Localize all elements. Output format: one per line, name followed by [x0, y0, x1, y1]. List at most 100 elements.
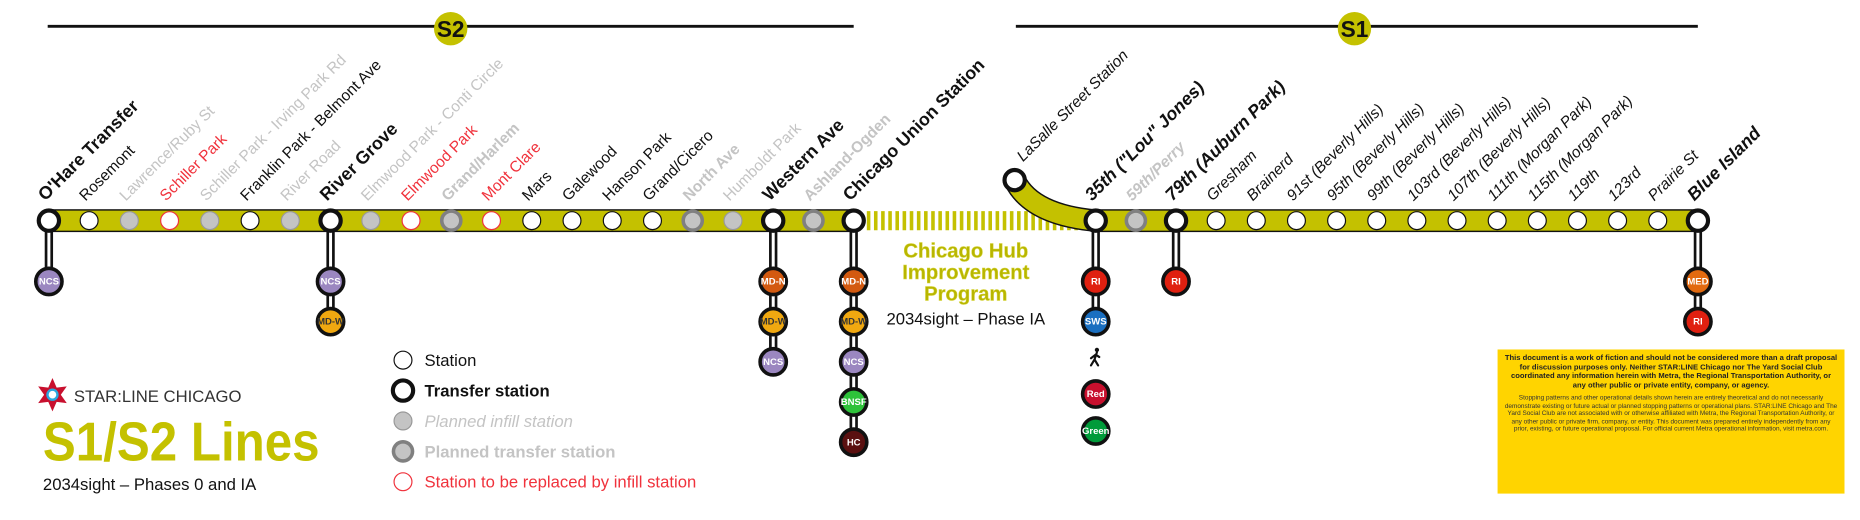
legend-label: Planned infill station	[424, 412, 572, 431]
infill-marker	[200, 211, 220, 231]
transfer-marker	[36, 208, 62, 233]
org-name: STAR:LINE CHICAGO	[74, 387, 242, 406]
legend-item-planned-transfer: Planned transfer station	[391, 440, 615, 463]
badge-label: RI	[1171, 277, 1181, 288]
station-label: 123rd	[1605, 163, 1646, 204]
s1-line-badge: S1	[1341, 16, 1369, 42]
legend-label: Station	[424, 351, 476, 370]
badge-label: MD-W	[760, 317, 787, 328]
replaced-marker	[401, 211, 421, 231]
connection-badge-ri: RI	[1080, 266, 1111, 297]
badge-label: MED	[1687, 277, 1708, 288]
station-marker	[79, 211, 99, 231]
connection-badge-med: MED	[1683, 266, 1713, 297]
badge-label: SWS	[1085, 317, 1107, 328]
walking-transfer-icon	[1089, 347, 1101, 367]
disclaimer-box: This document is a work of fiction and s…	[1497, 349, 1845, 494]
station-marker	[1608, 211, 1628, 231]
connection-badge-md-n: MD-N	[838, 266, 869, 297]
planned-transfer-marker	[681, 209, 705, 232]
replaced-marker	[160, 211, 180, 231]
station-label: LaSalle Street Station	[1014, 47, 1132, 165]
connection-badge-hc: HC	[838, 427, 869, 458]
connection-badge-bnsf: BNSF	[838, 387, 869, 417]
station-label: 119th	[1565, 166, 1604, 205]
infill-marker	[280, 211, 300, 231]
connection-badge-md-w: MD-W	[838, 306, 869, 337]
connection-badge-md-w: MD-W	[758, 306, 789, 337]
badge-label: NCS	[844, 357, 864, 368]
legend-item-transfer: Transfer station	[390, 378, 550, 403]
connections-layer: NCS NCS MD-W MD-N MD-W NCS MD-N MD-W NCS BNSF HC RI…	[33, 216, 1713, 458]
station-marker	[1206, 211, 1226, 231]
chip-title-2: Improvement	[902, 262, 1029, 284]
connection-badge-ncs: NCS	[758, 346, 789, 377]
station-marker	[1327, 211, 1347, 231]
station-marker	[562, 211, 582, 231]
badge-label: Red	[1087, 389, 1105, 400]
branding: STAR:LINE CHICAGO S1/S2 Lines 2034sight …	[38, 378, 320, 494]
legend-label: Transfer station	[424, 382, 549, 401]
station-marker	[522, 211, 542, 231]
badge-label: MD-N	[761, 277, 786, 288]
transfer-marker	[1083, 208, 1108, 233]
station-marker	[1527, 211, 1547, 231]
station-marker	[602, 211, 622, 231]
legend-item-station: Station	[393, 350, 476, 370]
station-marker	[1567, 211, 1588, 231]
transfer-marker	[1002, 167, 1027, 193]
legend-item-replaced: Station to be replaced by infill station	[393, 472, 696, 492]
chip-subtitle: 2034sight – Phase IA	[886, 309, 1046, 328]
legend-item-infill: Planned infill station	[393, 411, 573, 431]
connection-badge-ncs: NCS	[838, 346, 869, 377]
planned-transfer-marker	[802, 209, 825, 232]
connection-badge-sws: SWS	[1080, 306, 1111, 337]
map-subtitle: 2034sight – Phases 0 and IA	[43, 475, 257, 494]
station-marker	[1286, 211, 1306, 231]
connection-badge-ri: RI	[1161, 266, 1191, 297]
s1-header: S1	[1015, 12, 1698, 46]
connection-badge-md-w: MD-W	[315, 306, 346, 337]
replaced-marker	[393, 472, 413, 492]
badge-label: NCS	[321, 277, 341, 288]
transfer-marker	[760, 208, 786, 233]
s2-header: S2	[47, 12, 854, 46]
infill-marker	[119, 211, 139, 231]
transfer-marker	[390, 378, 416, 403]
connection-badge-green: Green	[1080, 416, 1111, 446]
disclaimer-primary: This document is a work of fiction and s…	[1504, 354, 1838, 390]
station-marker	[240, 211, 260, 231]
planned-transfer-marker	[1124, 209, 1148, 232]
s2-line-badge: S2	[437, 16, 465, 42]
station-blue-island[interactable]: Blue Island	[1683, 122, 1765, 233]
chip-title-3: Program	[924, 284, 1007, 306]
station-35th-lou-jones[interactable]: 35th ("Lou" Jones)	[1081, 77, 1208, 233]
station-label: Mars	[519, 168, 556, 205]
legend-label: Station to be replaced by infill station	[424, 473, 696, 492]
badge-label: MD-W	[840, 317, 867, 328]
badge-label: NCS	[763, 357, 783, 368]
map-title: S1/S2 Lines	[43, 410, 320, 472]
infill-marker	[361, 211, 381, 231]
infill-marker	[723, 211, 743, 231]
badge-label: RI	[1091, 277, 1101, 288]
connection-badge-md-n: MD-N	[758, 266, 789, 297]
badge-label: Green	[1082, 426, 1110, 437]
station-marker	[642, 211, 663, 231]
badge-label: NCS	[39, 277, 59, 288]
star-logo-icon	[38, 378, 67, 412]
station-marker	[1447, 211, 1467, 231]
station-marker	[393, 350, 413, 370]
station-marker	[1407, 211, 1427, 231]
station-marker	[1246, 211, 1266, 231]
disclaimer-secondary: Stopping patterns and other operational …	[1504, 395, 1838, 433]
replaced-marker	[481, 211, 502, 231]
chip-label: Chicago Hub Improvement Program 2034sigh…	[886, 240, 1046, 328]
badge-label: MD-W	[317, 317, 344, 328]
station-label: Chicago Union Station	[839, 55, 989, 205]
connection-badge-ncs: NCS	[315, 266, 346, 297]
